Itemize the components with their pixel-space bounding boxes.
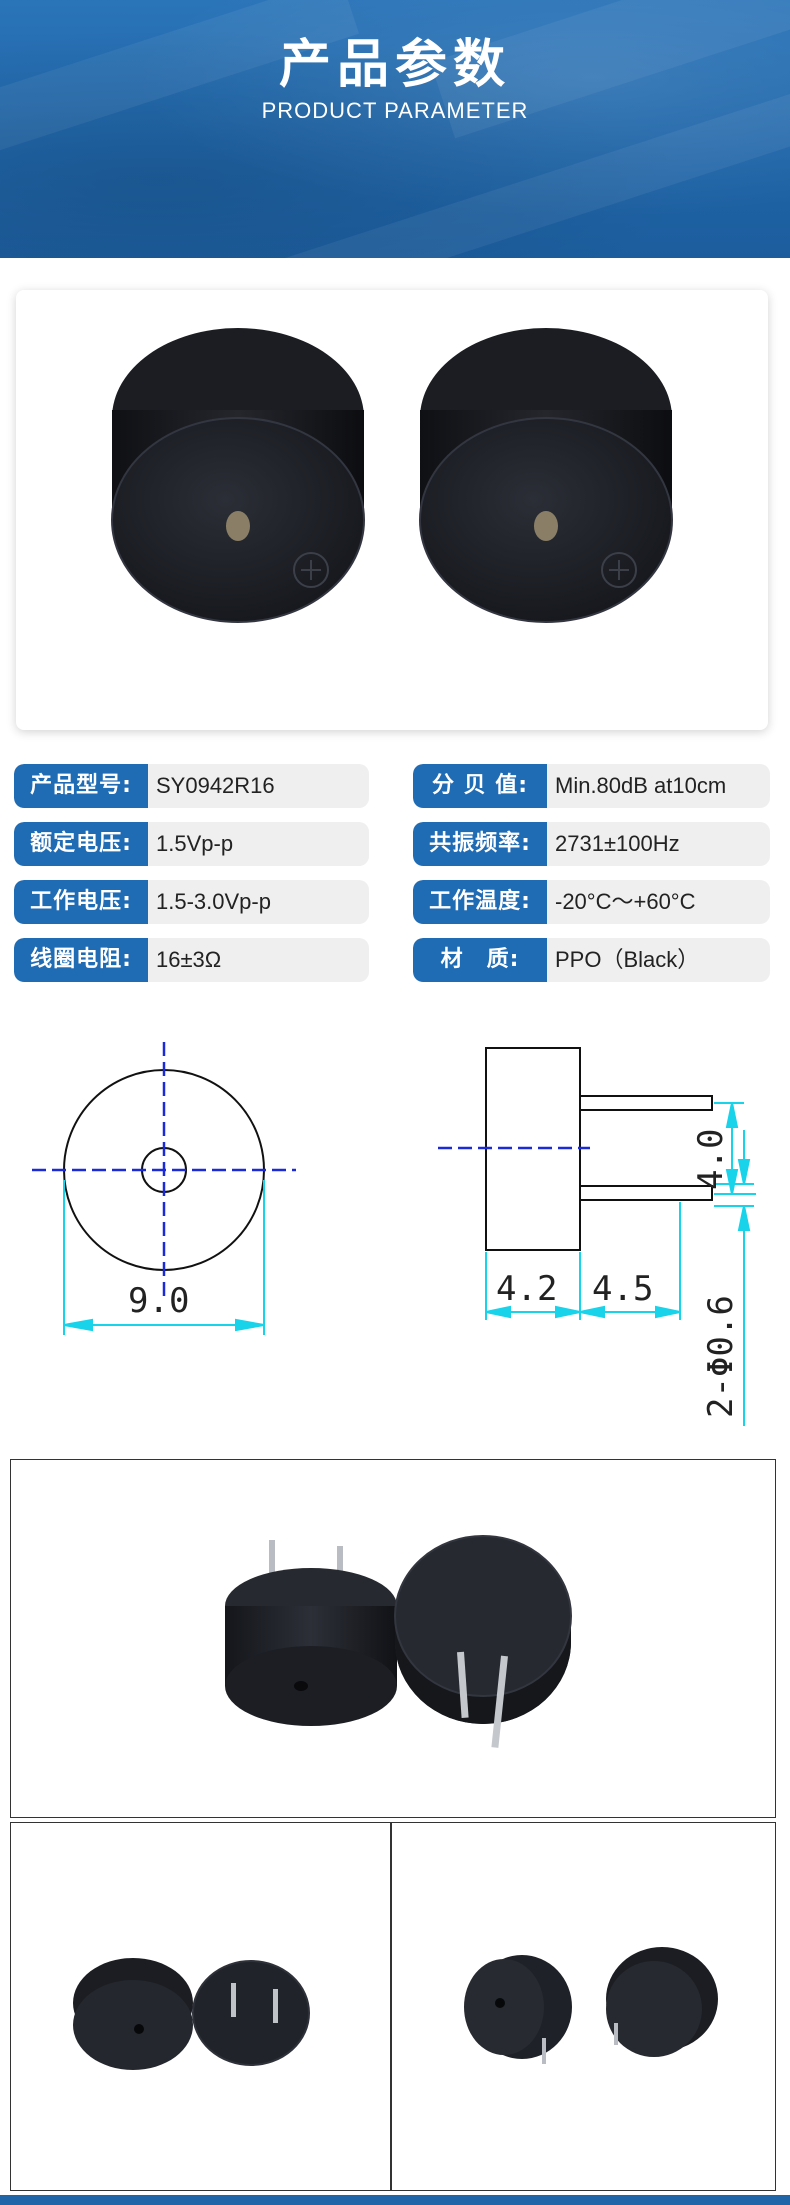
- spec-label: 额定电压:: [14, 822, 148, 866]
- spec-value: -20°C～+60°C: [555, 889, 696, 914]
- spec-row-operating-voltage: 工作电压: 1.5-3.0Vp-p: [14, 880, 369, 924]
- buzzer-back: [225, 1540, 397, 1726]
- spec-row-rated-voltage: 额定电压: 1.5Vp-p: [14, 822, 369, 866]
- product-photo-card: [16, 290, 768, 730]
- spec-label: 分 贝 值:: [413, 764, 547, 808]
- diameter-label: 9.0: [128, 1281, 189, 1321]
- spec-value: 1.5Vp-p: [156, 831, 234, 856]
- spec-label: 工作电压:: [14, 880, 148, 924]
- spec-row-model: 产品型号: SY0942R16: [14, 764, 369, 808]
- buzzer-2: [419, 328, 673, 623]
- spec-row-coil-resistance: 线圈电阻: 16±3Ω: [14, 938, 369, 982]
- spec-row-material: 材 质: PPO（Black）: [413, 938, 770, 982]
- pin-length-label: 4.5: [592, 1269, 653, 1309]
- buzzer-right: [192, 1960, 310, 2066]
- buzzer-right: [606, 1947, 718, 2057]
- dimension-lines: [485, 1102, 756, 1426]
- spec-label: 产品型号:: [14, 764, 148, 808]
- spec-value: 16±3Ω: [156, 947, 222, 972]
- product-photo-frame-2: [10, 1822, 391, 2191]
- spec-label: 线圈电阻:: [14, 938, 148, 982]
- spec-label: 材 质:: [413, 938, 547, 982]
- spec-label: 工作温度:: [413, 880, 547, 924]
- spec-value: 2731±100Hz: [555, 831, 680, 856]
- spec-row-resonant-frequency: 共振频率: 2731±100Hz: [413, 822, 770, 866]
- product-photo-front-back: [73, 1958, 310, 2070]
- spec-label: 共振频率:: [413, 822, 547, 866]
- spec-row-operating-temperature: 工作温度: -20°C～+60°C: [413, 880, 770, 924]
- buzzer-1: [111, 328, 365, 623]
- spec-value: PPO（Black）: [555, 947, 700, 972]
- dimension-drawing-top-view: 9.0: [32, 1042, 296, 1335]
- pin-diameter-label: 2-Φ0.6: [701, 1295, 741, 1418]
- footer-bar: [0, 2195, 790, 2205]
- product-photo-angle-view: [464, 1947, 718, 2064]
- spec-row-decibel: 分 贝 值: Min.80dB at10cm: [413, 764, 770, 808]
- spec-value: 1.5-3.0Vp-p: [156, 889, 271, 914]
- header-banner: 产品参数 PRODUCT PARAMETER: [0, 0, 790, 258]
- dimension-drawing-side-view: 4.2 4.5 4.0 2-Φ0.6: [438, 1047, 756, 1426]
- spec-value: Min.80dB at10cm: [555, 773, 727, 798]
- centerlines: [32, 1042, 296, 1300]
- page-subtitle: PRODUCT PARAMETER: [261, 98, 529, 123]
- buzzer-left: [73, 1958, 193, 2070]
- buzzer-left: [464, 1955, 572, 2064]
- page-title: 产品参数: [278, 35, 511, 95]
- product-photo-buzzers: [111, 328, 673, 623]
- pin-spacing-label: 4.0: [691, 1129, 731, 1190]
- dimension-lines: [63, 1180, 265, 1335]
- product-photo-frame-1: [10, 1459, 776, 1818]
- buzzer-front: [394, 1535, 572, 1748]
- spec-value: SY0942R16: [156, 773, 275, 798]
- product-photo-pins-view: [225, 1535, 572, 1748]
- body-height-label: 4.2: [496, 1269, 557, 1309]
- product-photo-frame-3: [391, 1822, 776, 2191]
